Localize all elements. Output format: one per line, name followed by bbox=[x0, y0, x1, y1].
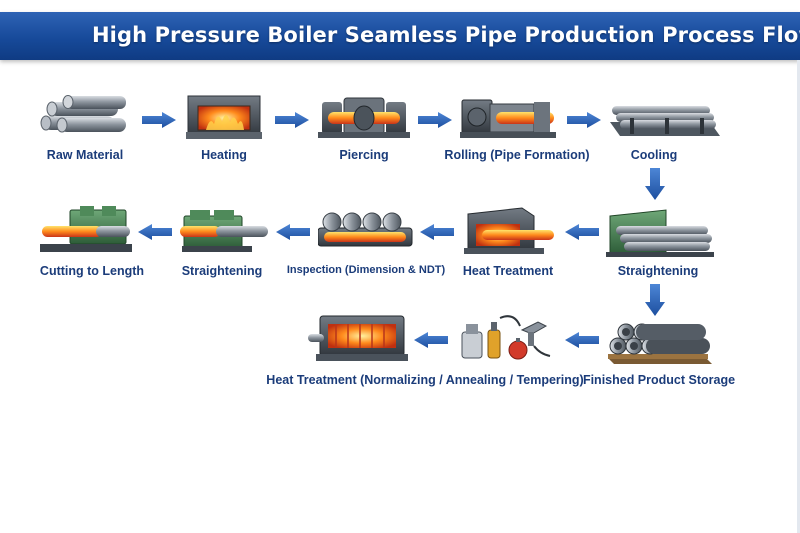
step-label-heating: Heating bbox=[201, 148, 247, 162]
step-label-rolling: Rolling (Pipe Formation) bbox=[444, 148, 590, 162]
step-label-heat-treatment-final: Heat Treatment (Normalizing / Annealing … bbox=[266, 373, 584, 387]
heating-furnace-icon bbox=[186, 95, 262, 139]
step-label-raw-material: Raw Material bbox=[46, 148, 124, 162]
step-label-cutting: Cutting to Length bbox=[39, 264, 145, 278]
pipe-stack-icon bbox=[608, 323, 712, 364]
pipe-straightener-icon bbox=[606, 209, 714, 257]
heat-treatment-furnace-icon bbox=[464, 207, 554, 254]
page-edge bbox=[797, 60, 800, 533]
step-label-straightening: Straightening bbox=[181, 264, 263, 278]
flow-arrow-left bbox=[565, 332, 599, 348]
flow-arrow-right bbox=[142, 112, 176, 128]
flow-arrow-right bbox=[275, 112, 309, 128]
page-title: High Pressure Boiler Seamless Pipe Produ… bbox=[92, 23, 800, 47]
step-label-storage: Finished Product Storage bbox=[582, 373, 736, 387]
flow-arrow-left bbox=[138, 224, 172, 240]
flow-arrow-left bbox=[276, 224, 310, 240]
flow-arrow-left bbox=[565, 224, 599, 240]
step-label-straightening-2: Straightening bbox=[617, 264, 699, 278]
rolling-mill-icon bbox=[460, 99, 556, 138]
cooling-bed-icon bbox=[610, 106, 720, 136]
title-banner: High Pressure Boiler Seamless Pipe Produ… bbox=[0, 12, 800, 60]
heat-treatment-oven-icon bbox=[308, 315, 408, 361]
flow-arrow-left bbox=[414, 332, 448, 348]
flow-arrow-right bbox=[567, 112, 601, 128]
cutting-machine-icon bbox=[40, 206, 132, 252]
piercing-mill-icon bbox=[318, 97, 410, 138]
spray-equipment-icon bbox=[461, 315, 551, 360]
flow-arrow-down bbox=[645, 168, 665, 200]
straightening-machine-icon bbox=[180, 210, 268, 252]
flow-arrow-left bbox=[420, 224, 454, 240]
step-label-heat-treatment: Heat Treatment bbox=[462, 264, 554, 278]
step-label-piercing: Piercing bbox=[339, 148, 389, 162]
flow-arrow-right bbox=[418, 112, 452, 128]
flow-arrow-down bbox=[645, 284, 665, 316]
steel-bar-bundle-icon bbox=[40, 95, 126, 133]
inspection-rollers-icon bbox=[318, 212, 413, 247]
step-label-inspection: Inspection (Dimension & NDT) bbox=[286, 264, 446, 276]
step-label-cooling: Cooling bbox=[630, 148, 678, 162]
